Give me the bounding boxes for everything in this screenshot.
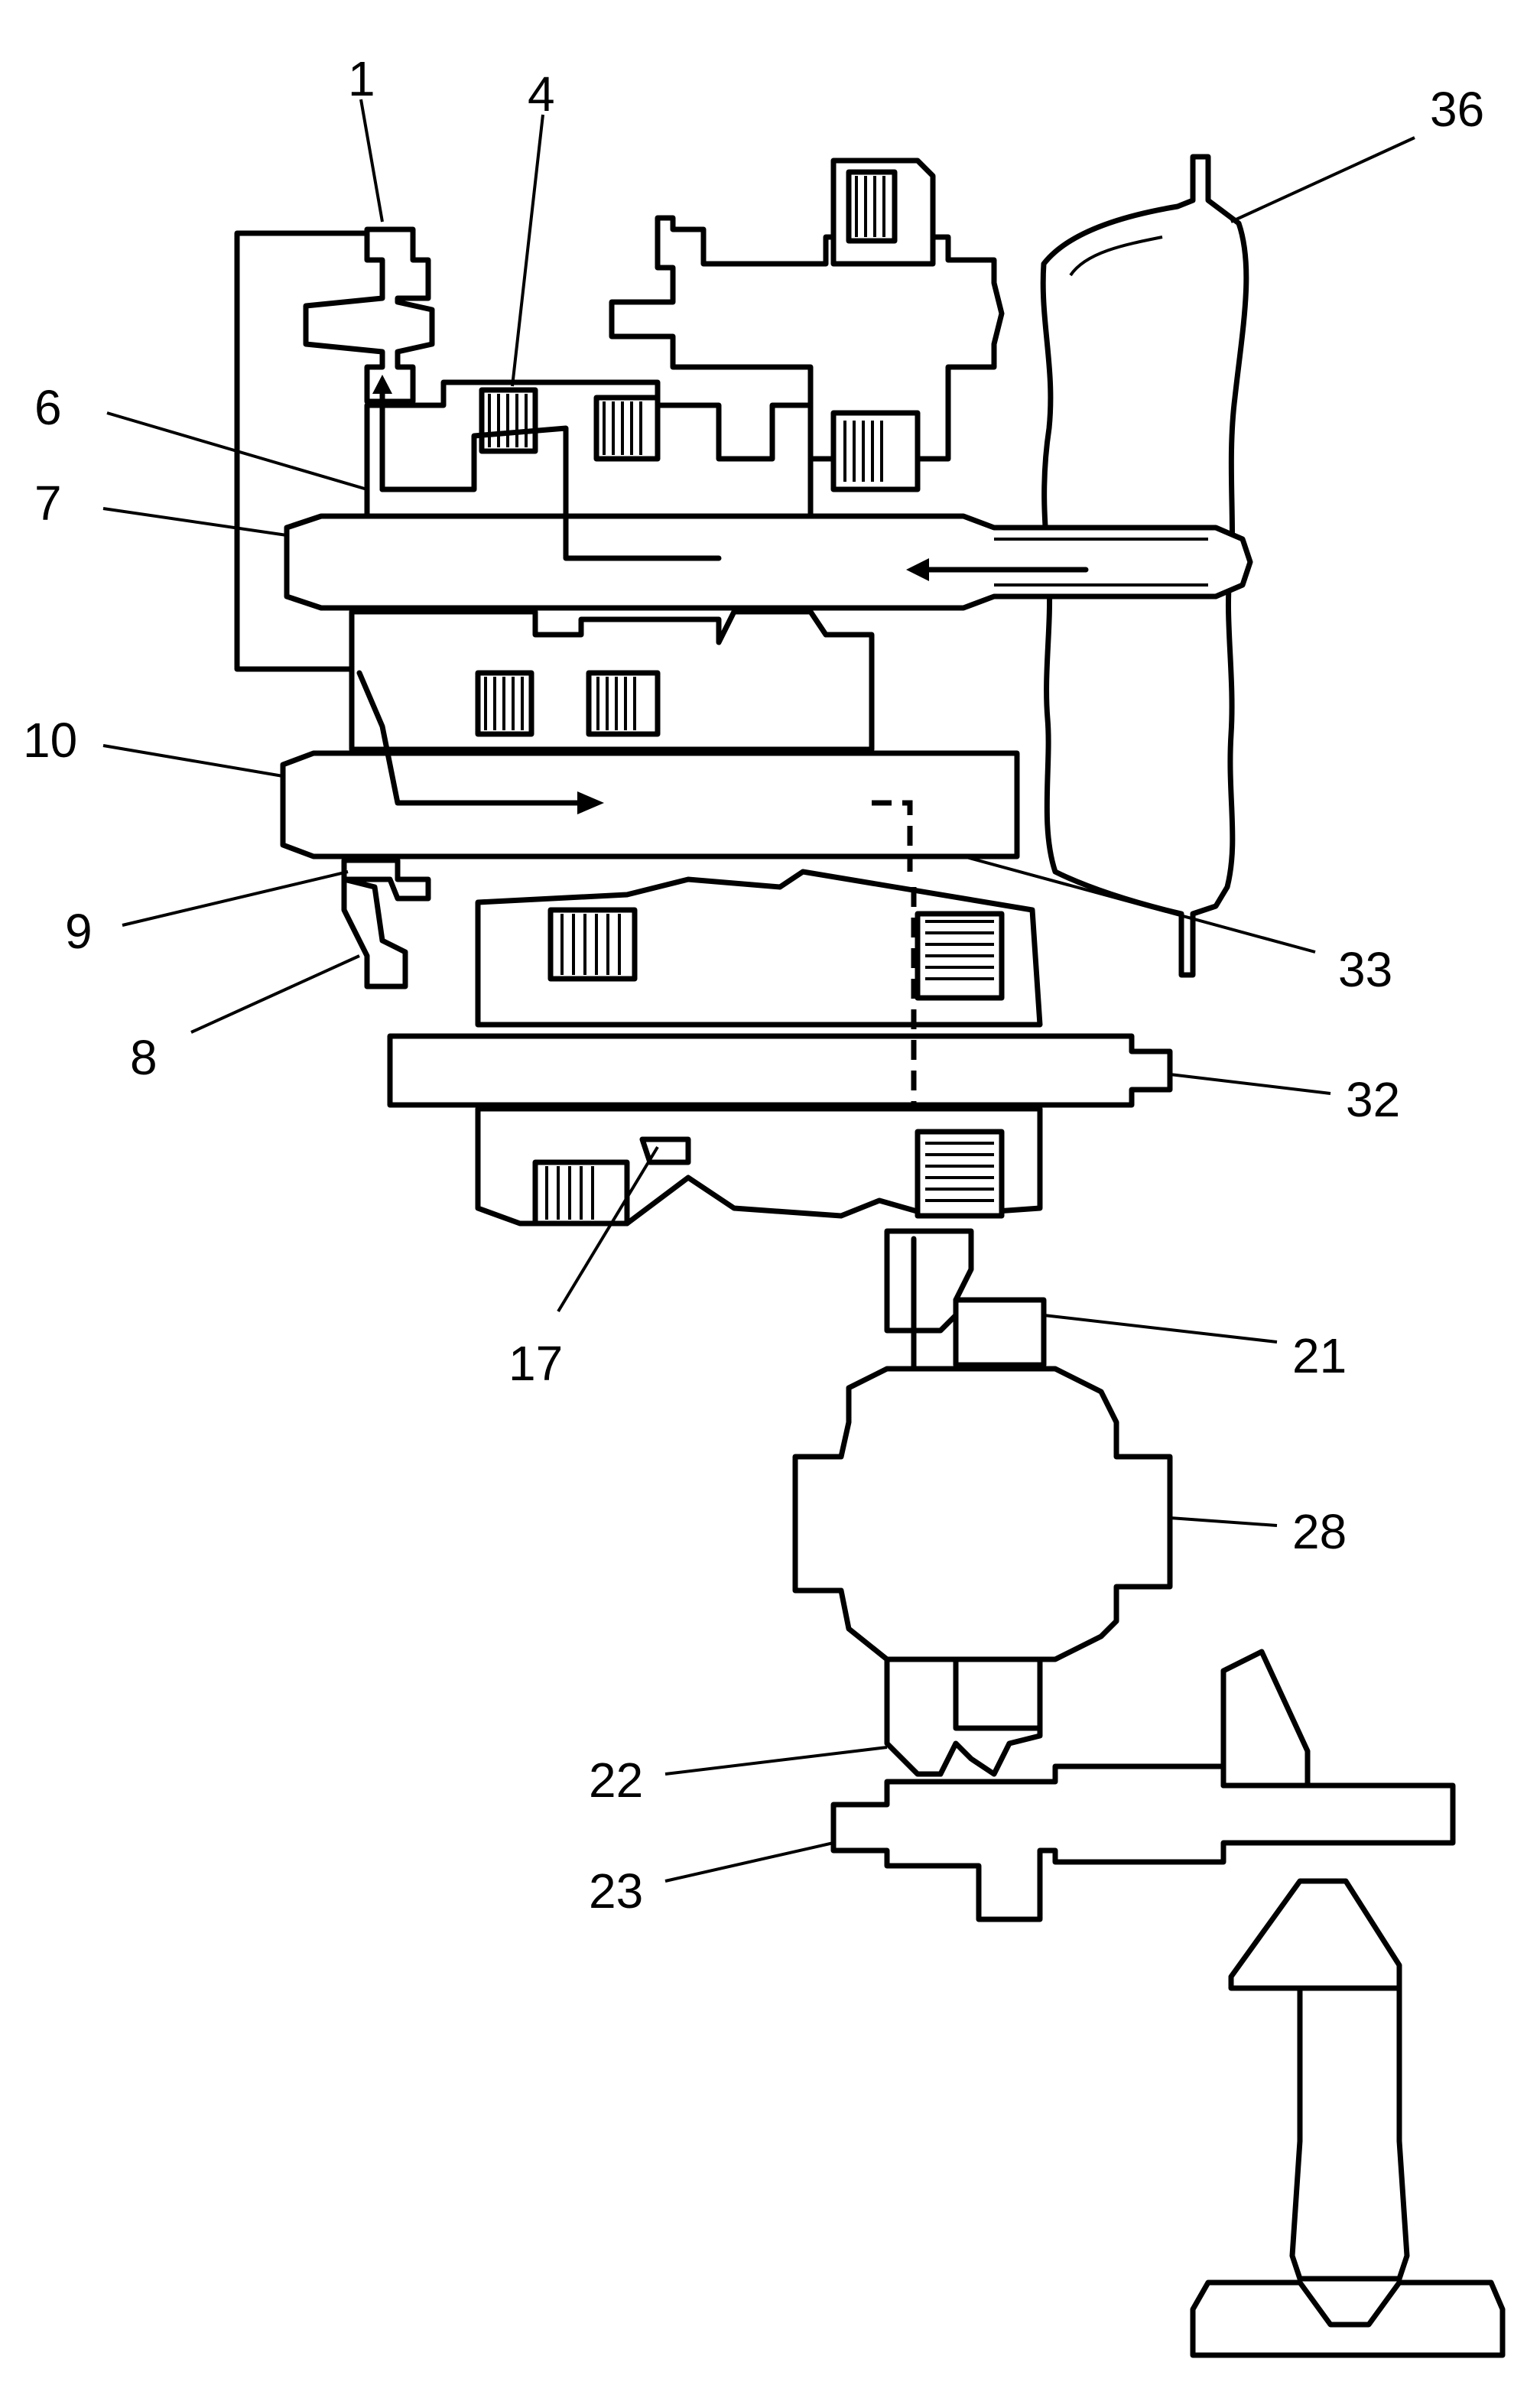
input-flow-arrowhead [906,558,929,581]
callout-4: 4 [528,67,555,122]
leader-8 [190,954,360,1034]
clutch-plates-b [593,395,661,462]
mid-clutch-plates-b [586,670,661,737]
shaft-dashed-path [872,800,913,872]
leader-23 [664,1841,834,1883]
output-flange-23 [830,1763,1456,1922]
callout-28: 28 [1292,1504,1347,1559]
top-gear-1 [303,226,435,405]
leader-33 [963,855,1316,954]
flow-path-upper [379,425,722,561]
upper-clutch-top-lines [855,176,885,237]
callout-33: 33 [1338,942,1392,997]
converter-detail [1069,236,1163,277]
pinion-shaft [1289,1985,1410,2282]
pinion-base [1190,2279,1506,2358]
callout-36: 36 [1430,82,1484,137]
callout-17: 17 [508,1336,563,1391]
callout-9: 9 [65,904,93,959]
upper-clutch-housing [364,379,814,519]
callout-10: 10 [23,713,77,768]
lower-clutch-plates-left-lines [560,914,621,975]
part-17-hub [639,1136,691,1165]
clutch-plates-4-lines [488,394,528,447]
part-9-gear [341,857,431,902]
leader-1 [359,99,384,223]
lower-clutch-plates-b-lines [925,1142,994,1202]
gear-22-block [953,1656,1043,1731]
leader-6 [106,411,368,491]
leader-lines [102,99,1415,1883]
callout-32: 32 [1346,1072,1400,1127]
leader-10 [102,744,284,778]
lower-clutch-plates-c-lines [545,1166,594,1220]
leader-32 [1169,1073,1331,1095]
clutch-plates-b-lines [603,401,642,455]
upper-gear-set [609,215,1005,462]
leader-7 [102,507,288,537]
callout-7: 7 [34,476,62,531]
callout-1: 1 [348,51,375,106]
transfer-gear-21 [953,1297,1047,1368]
leader-4 [511,114,544,387]
intermediate-shaft [280,750,1020,859]
flow-arrowhead-shaft-10 [577,791,604,814]
callout-23: 23 [589,1863,643,1919]
input-shaft [284,513,1253,611]
flow-arrowhead-up-1 [372,375,392,394]
flow-path-shaft-10 [356,670,584,806]
leader-22 [664,1746,888,1776]
leader-9 [122,870,349,927]
input-shaft-detail [994,538,1208,587]
leader-36 [1230,136,1415,223]
callout-8: 8 [130,1030,158,1085]
output-shaft [387,1033,1173,1108]
upper-clutch-bottom [830,410,921,492]
mid-clutch-plates-a-lines [484,677,524,730]
leader-21 [1043,1314,1278,1344]
part-8-bracket [341,876,408,989]
upper-clutch-bottom-lines [843,421,883,482]
ring-gear-upper [1220,1649,1311,1789]
pinion-cone [1228,1878,1402,1991]
callout-21: 21 [1292,1328,1347,1383]
leader-28 [1169,1516,1278,1527]
lower-clutch-plates-right-lines [925,920,994,980]
differential-28 [792,1366,1173,1662]
leader-17 [557,1145,659,1313]
mid-clutch-plates-b-lines [596,677,636,730]
callout-22: 22 [589,1753,643,1808]
callout-labels: 1 4 36 6 7 10 9 33 8 32 17 21 28 22 23 [23,51,1484,1919]
callout-6: 6 [34,380,62,435]
